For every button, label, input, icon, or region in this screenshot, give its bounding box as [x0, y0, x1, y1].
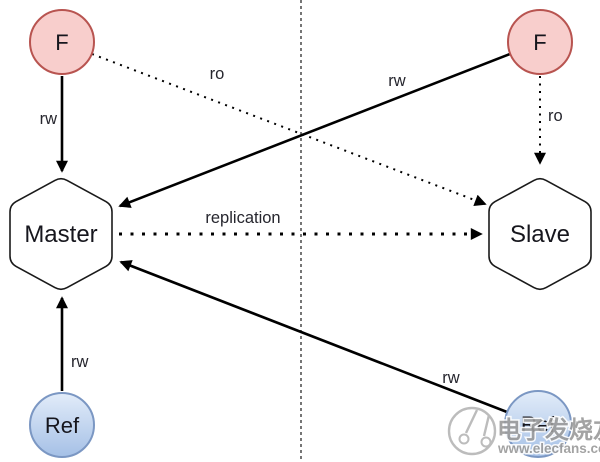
node-master-hexagon: [9, 177, 113, 291]
node-f-right-label: F: [533, 30, 546, 55]
edge-label-rw-bottom-right: rw: [442, 369, 459, 387]
edge-label-rw-bottom-left: rw: [71, 353, 88, 371]
elecfans-logo-icon: [447, 406, 497, 456]
watermark: 电子发烧友 www.elecfans.com: [447, 406, 600, 458]
edge-f-left-to-slave: [91, 53, 487, 206]
node-slave-hexagon: [488, 177, 592, 291]
node-ref-right-circle: [504, 390, 572, 458]
edge-label-rw-top-left: rw: [40, 110, 57, 128]
node-f-left-label: F: [55, 30, 68, 55]
node-ref-right-label: Ref: [521, 412, 556, 437]
edge-label-ro-left: ro: [210, 65, 225, 83]
edge-label-rw-top-right: rw: [388, 72, 405, 90]
watermark-site-text: www.elecfans.com: [497, 441, 600, 456]
node-ref-left-label: Ref: [45, 413, 80, 438]
watermark-brand-text: 电子发烧友: [497, 416, 600, 444]
node-f-right-circle: [507, 9, 573, 75]
edge-f-right-to-master: [118, 52, 511, 208]
node-master-label: Master: [24, 221, 97, 248]
node-ref-left-circle: [29, 392, 95, 458]
node-slave-label: Slave: [510, 221, 570, 248]
edge-label-replication: replication: [205, 209, 280, 227]
edge-ref-right-to-master: [119, 260, 508, 414]
edge-label-ro-right: ro: [548, 107, 563, 125]
node-f-left-circle: [29, 9, 95, 75]
